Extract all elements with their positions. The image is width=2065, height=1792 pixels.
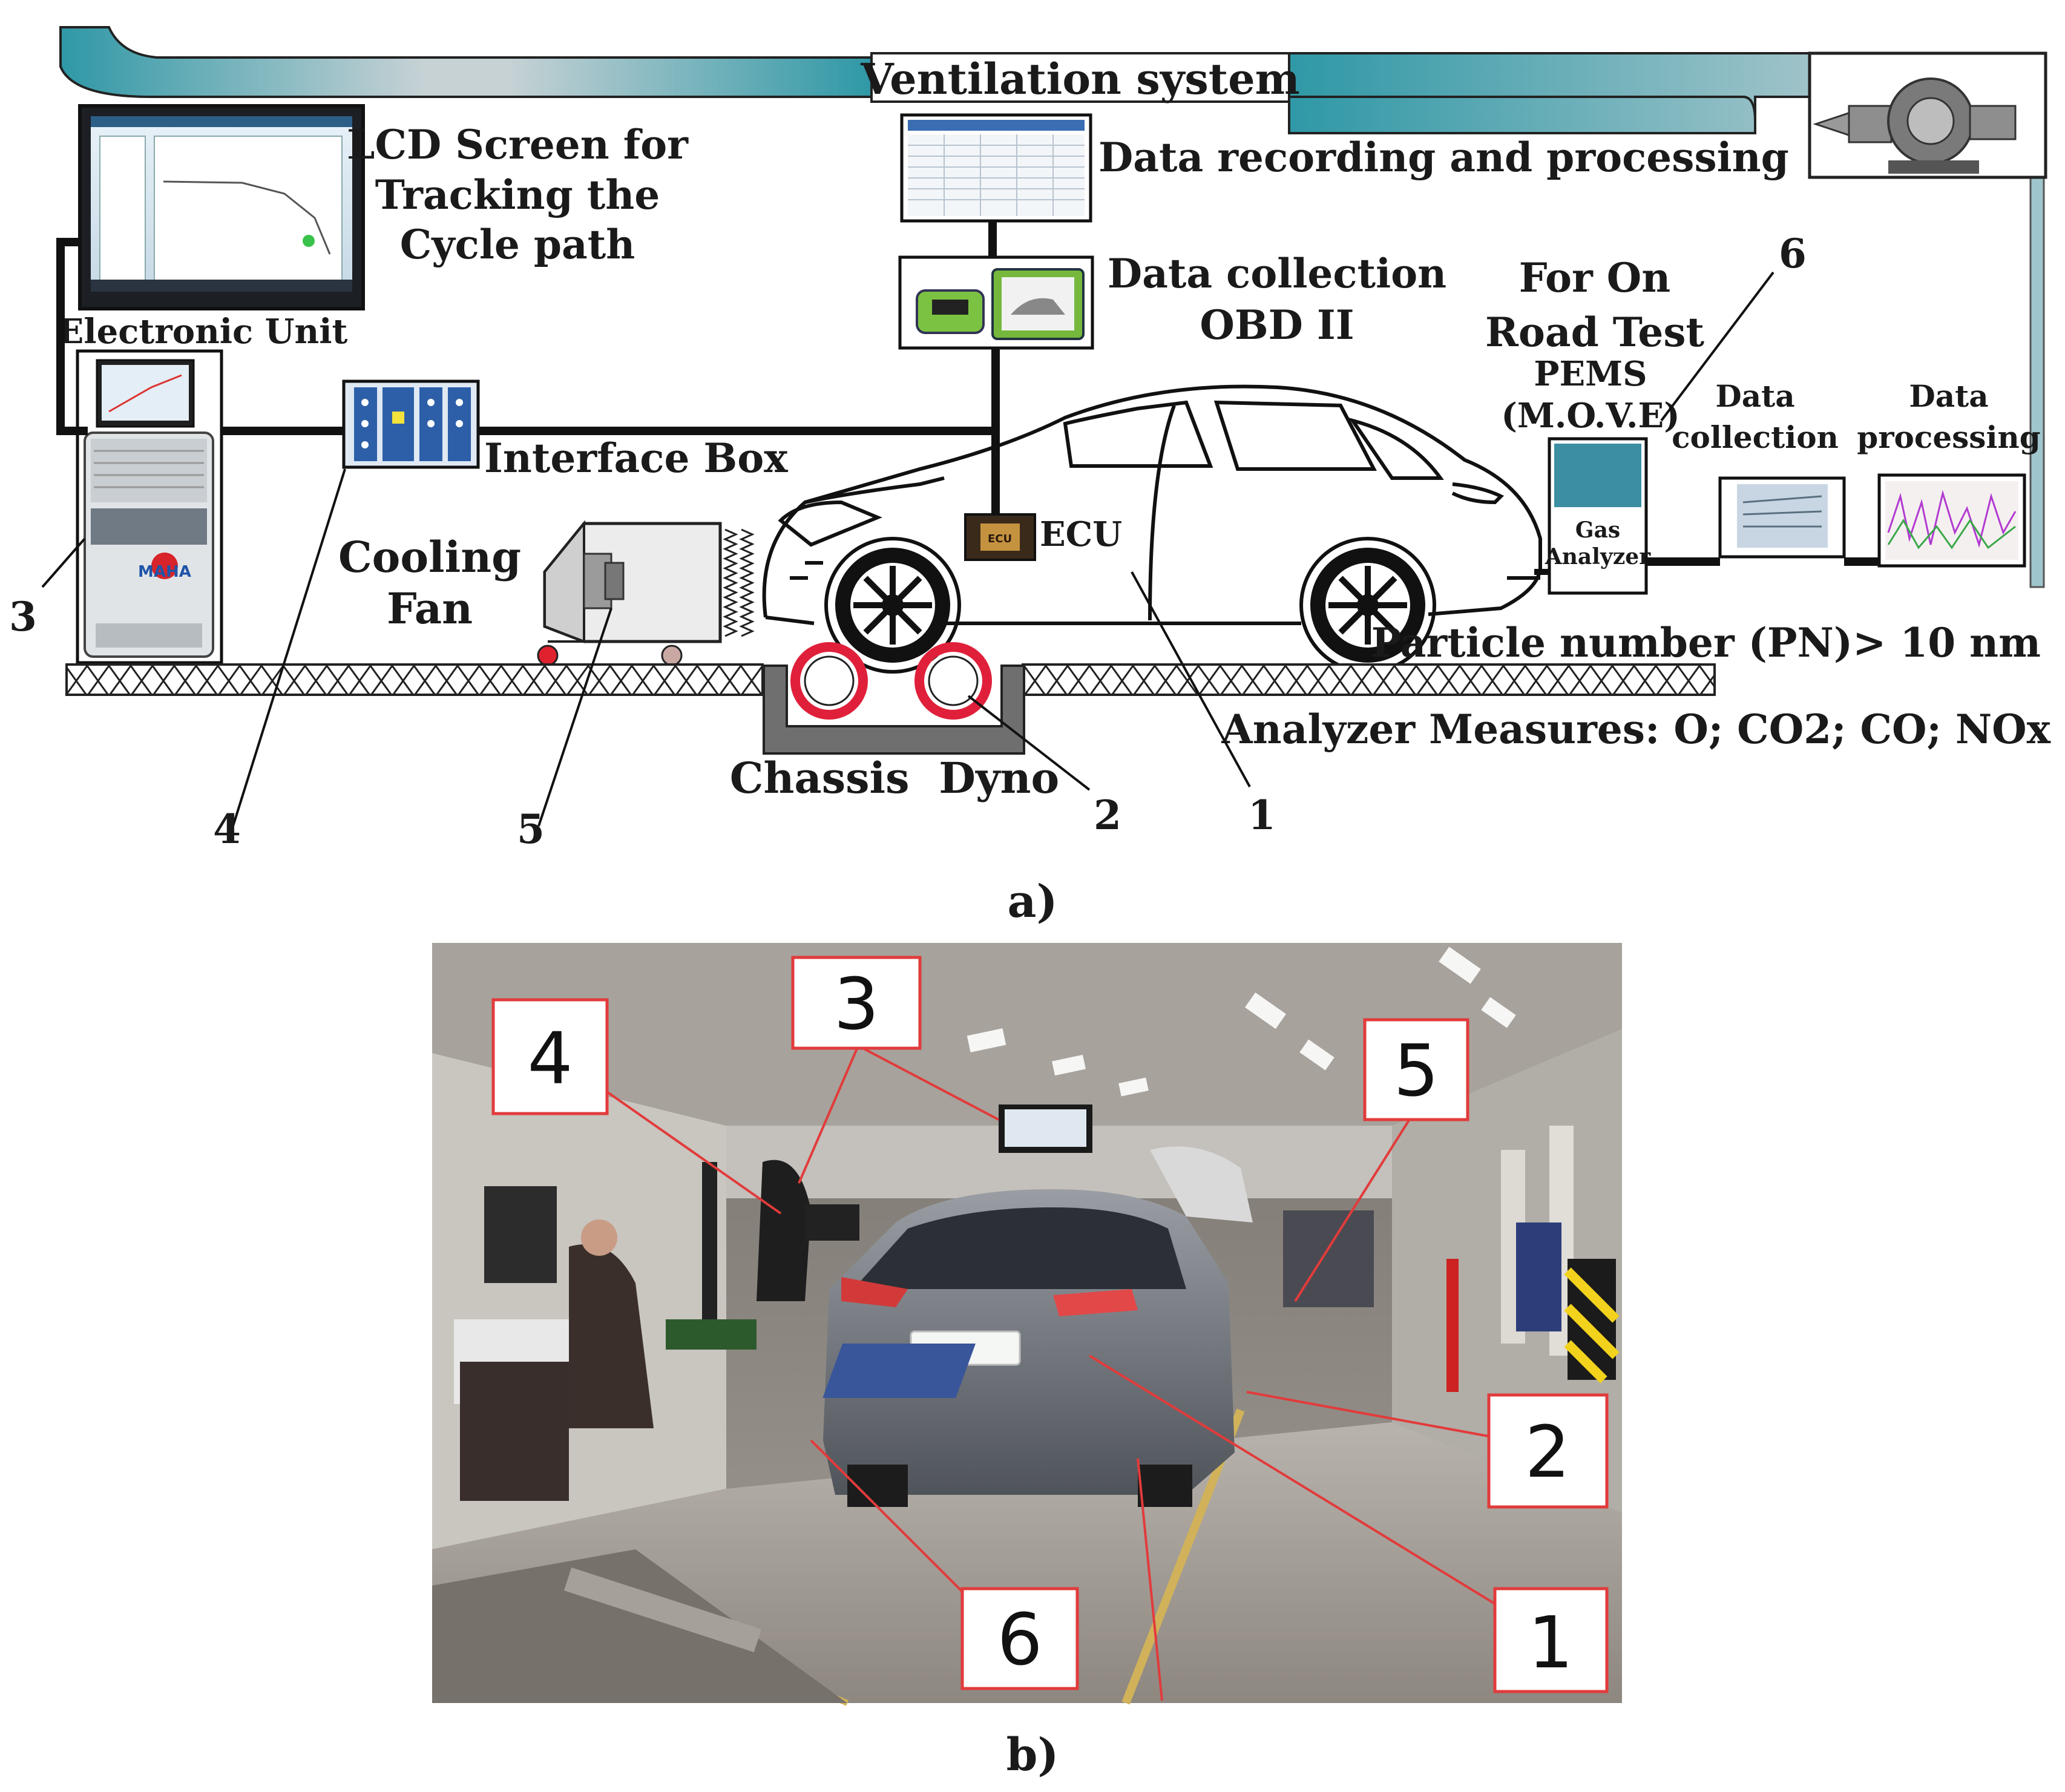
cooling-fan: [537, 520, 755, 666]
callout-badge-3: 3: [791, 956, 922, 1050]
data-recording-screen: [900, 113, 1092, 223]
ecu-module: ECU: [964, 513, 1036, 561]
vehicle-wheels: [835, 548, 1425, 663]
floor-hatch-left: [65, 663, 764, 696]
chassis-dyno-label: Chassis Dyno: [730, 753, 1059, 803]
analyzer-measures-label: Analyzer Measures: O; CO2; CO; NOx: [1221, 706, 2051, 753]
particle-number-label: Particle number (PN)> 10 nm: [1371, 619, 2041, 666]
callout-badge-5: 5: [1363, 1018, 1469, 1121]
callout-badge-1: 1: [1493, 1587, 1609, 1693]
on-road-label-line2: Road Test: [1485, 309, 1704, 356]
svg-text:6: 6: [997, 1598, 1042, 1681]
data-processing-monitor: [1877, 473, 2026, 568]
interface-box-label: Interface Box: [484, 435, 788, 482]
number-3: 3: [9, 593, 37, 640]
ventilation-label-box: [870, 52, 1290, 103]
callout-badge-4: 4: [491, 998, 609, 1115]
callout-lines: [598, 1045, 1496, 1701]
number-5: 5: [517, 806, 545, 853]
chassis-dyno: [763, 642, 1025, 755]
leader-lines: [41, 271, 1774, 827]
svg-text:2: 2: [1525, 1410, 1570, 1494]
lcd-label-line3: Cycle path: [400, 221, 635, 268]
callout-badge-6: 6: [960, 1587, 1079, 1690]
gas-analyzer: Gas Analyzer: [1545, 437, 1651, 595]
electronic-unit: MAHA: [76, 349, 223, 665]
callout-badge-2: 2: [1487, 1393, 1609, 1509]
wall-display: [999, 1104, 1092, 1153]
exhaust-blower: [1808, 51, 2047, 179]
lcd-label-line1: LCD Screen for: [347, 121, 689, 168]
ventilation-duct: [59, 26, 2045, 588]
gas-analyzer-label-line1: Gas: [1575, 517, 1620, 543]
data-collection-laptop: [1718, 476, 1846, 559]
svg-text:1: 1: [1528, 1601, 1573, 1684]
electronic-unit-label: Electronic Unit: [58, 312, 348, 352]
ecu-chip-label: ECU: [988, 533, 1012, 545]
cooling-fan-label-line1: Cooling: [338, 532, 521, 582]
vehicle-photo: [823, 1146, 1253, 1507]
data-processing-label-line2: processing: [1857, 419, 2041, 455]
caption-b: b): [1006, 1729, 1059, 1781]
ceiling-lights: [967, 947, 1516, 1097]
data-collection-label-line1: Data: [1715, 378, 1794, 414]
svg-text:3: 3: [833, 962, 879, 1046]
panel-b-photo: 3 4 5 2 1 6: [432, 943, 1622, 1706]
caption-a: a): [1008, 876, 1058, 928]
cable-lcd-unit: [56, 238, 88, 435]
cooling-fan-label-line2: Fan: [387, 583, 473, 634]
svg-text:4: 4: [527, 1017, 573, 1100]
data-collection-label-line2: collection: [1672, 419, 1839, 455]
number-1: 1: [1248, 792, 1276, 839]
lcd-label-line2: Tracking the: [375, 171, 660, 218]
obd-label-line2: OBD II: [1200, 301, 1354, 349]
panel-a: Ventilation system LCD Screen for Tracki…: [9, 26, 2051, 928]
data-processing-label-line1: Data: [1909, 378, 1988, 414]
obd-device: [898, 255, 1094, 350]
floor-hatch-right: [1022, 663, 1716, 696]
on-road-label-line1: For On: [1519, 254, 1671, 301]
number-4: 4: [213, 806, 241, 853]
lcd-screen: [78, 104, 365, 310]
gas-analyzer-label-line2: Analyzer: [1545, 544, 1651, 569]
ventilation-label: Ventilation system: [860, 54, 1300, 104]
data-recording-label: Data recording and processing: [1098, 134, 1789, 181]
obd-label-line1: Data collection: [1108, 250, 1446, 297]
interface-box: [342, 379, 480, 469]
number-6: 6: [1779, 230, 1807, 277]
maha-logo: MAHA: [138, 563, 191, 581]
number-2: 2: [1094, 792, 1121, 839]
svg-text:5: 5: [1393, 1029, 1439, 1112]
pems-label-line1: PEMS: [1534, 354, 1647, 394]
pems-label-line2: (M.O.V.E): [1501, 396, 1679, 436]
ecu-label: ECU: [1040, 514, 1122, 554]
vehicle-outline: [762, 384, 1542, 674]
